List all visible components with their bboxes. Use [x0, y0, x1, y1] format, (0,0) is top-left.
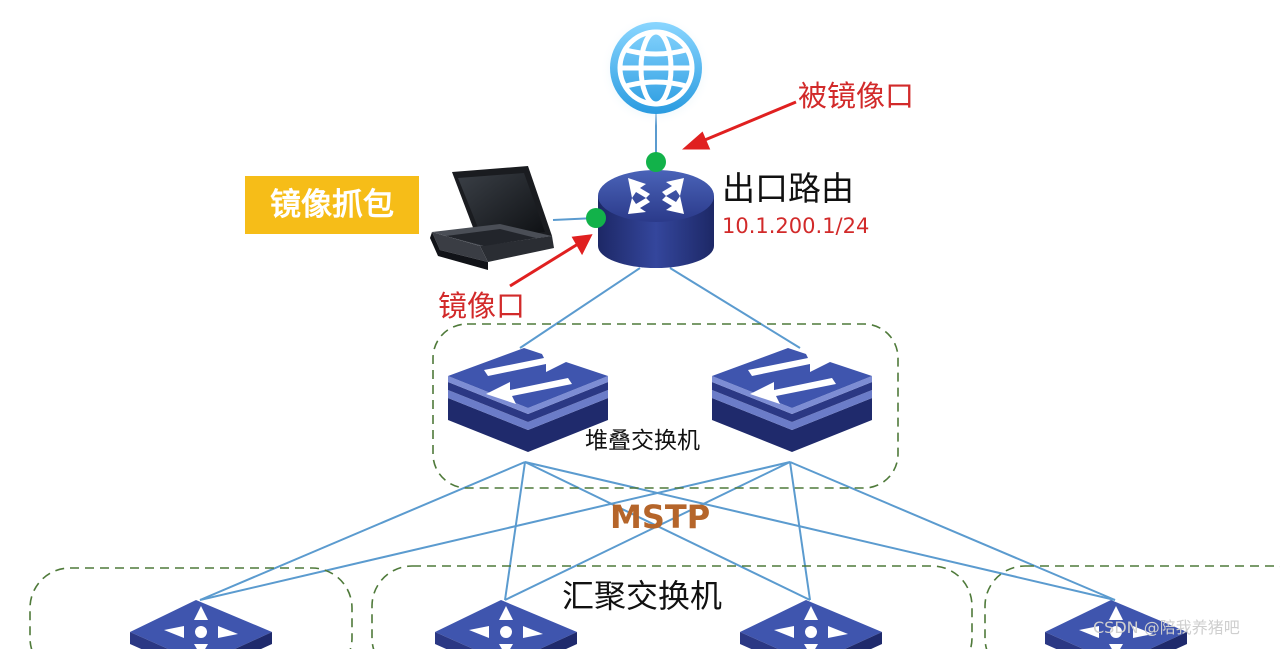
- aggregation-switch-icon: [740, 600, 882, 649]
- mirror-port-dot: [586, 208, 606, 228]
- mirrored-port-label: 被镜像口: [798, 79, 915, 113]
- mirrored-port-arrow: [699, 100, 797, 144]
- aggregation-group-box-1: [29, 567, 353, 649]
- stack-switch-icon: [448, 348, 608, 452]
- aggregation-group-box-2: [371, 565, 973, 649]
- link-stackL-agg1: [199, 461, 526, 601]
- group-boxes: [29, 323, 1280, 649]
- aggregation-switch-icon: [1045, 600, 1187, 649]
- router-title: 出口路由: [722, 169, 854, 208]
- link-stackR-agg2: [504, 461, 791, 601]
- link-stackL-agg3: [524, 461, 811, 601]
- mstp-label: MSTP: [610, 498, 711, 536]
- link-router-stack-left: [519, 267, 641, 349]
- stack-switch-group-box: [432, 323, 899, 489]
- stack-switch-icon: [712, 348, 872, 452]
- packet-capture-tag: 镜像抓包: [245, 176, 419, 234]
- link-stackR-agg4: [789, 461, 1116, 601]
- aggregation-switch-icon: [435, 600, 577, 649]
- stack-switch-label: 堆叠交换机: [585, 428, 700, 454]
- aggregation-switch-label: 汇聚交换机: [562, 577, 723, 615]
- router-icon: [598, 170, 714, 268]
- aggregation-group-box-3: [984, 565, 1280, 649]
- laptop-icon: [430, 166, 554, 270]
- link-stackR-agg3: [789, 461, 811, 601]
- mirror-port-arrow: [509, 242, 579, 288]
- link-stackR-agg1: [199, 461, 791, 601]
- globe-icon: [600, 14, 712, 126]
- aggregation-switch-icon: [130, 600, 272, 649]
- link-stackL-agg2: [504, 461, 526, 601]
- link-stackL-agg4: [524, 461, 1116, 601]
- link-router-stack-right: [669, 267, 801, 349]
- watermark: CSDN @陪我养猪吧: [1093, 618, 1240, 637]
- mirrored-port-dot: [646, 152, 666, 172]
- mirror-port-label: 镜像口: [438, 289, 526, 323]
- annotation-arrows: [509, 100, 797, 288]
- network-links: [199, 112, 1116, 601]
- router-ip-address: 10.1.200.1/24: [722, 214, 870, 238]
